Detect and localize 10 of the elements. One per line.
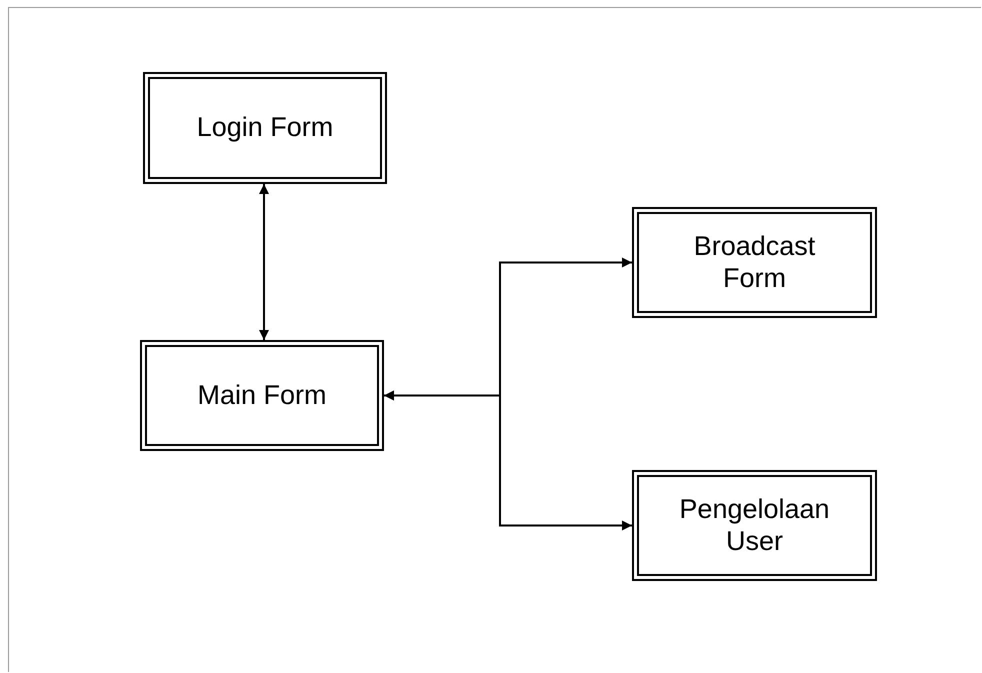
- form-label: Broadcast Form: [692, 231, 816, 294]
- form-label: Login Form: [196, 112, 334, 144]
- form-label: Pengelolaan User: [679, 494, 830, 557]
- arrow: [384, 390, 632, 530]
- form-box: [632, 470, 877, 581]
- form-box: [140, 340, 384, 451]
- form-label: Main Form: [197, 380, 326, 412]
- form-box: [632, 207, 877, 318]
- arrow: [259, 184, 269, 340]
- form-box: [143, 72, 387, 184]
